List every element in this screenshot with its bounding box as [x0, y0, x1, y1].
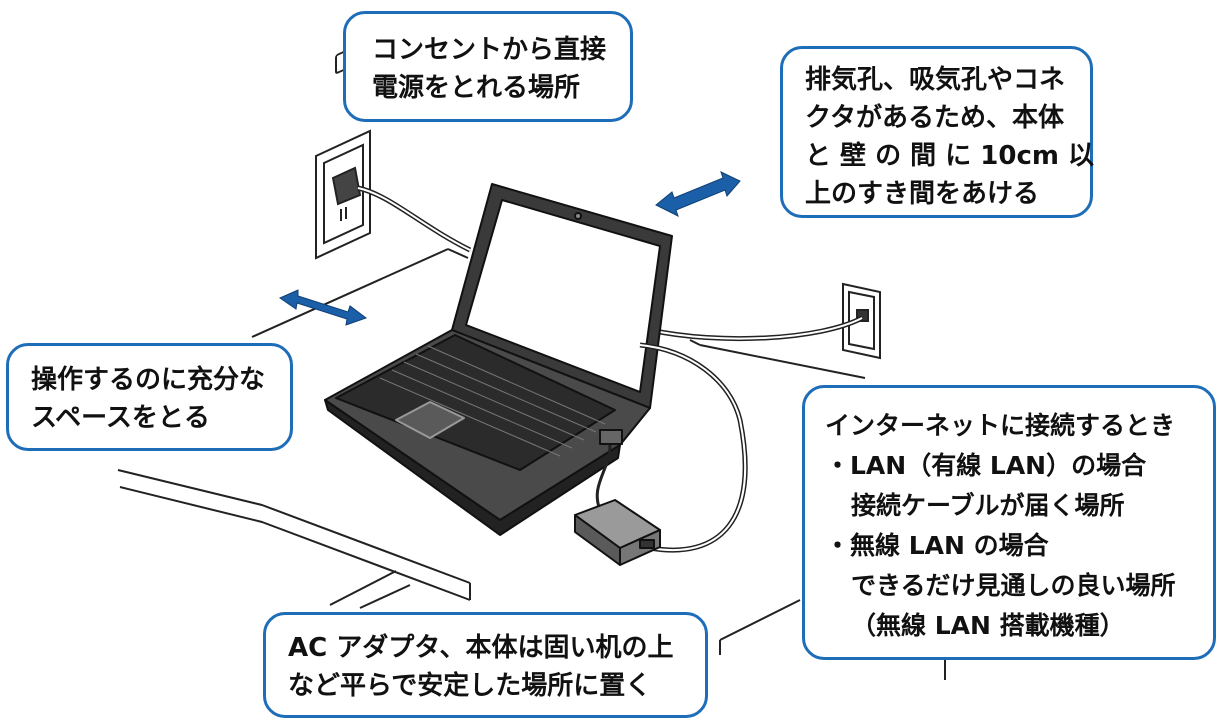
callout-internet-line: インターネットに接続するとき: [825, 411, 1176, 440]
callout-vent-line: と 壁 の 間 に 10cm 以: [805, 141, 1094, 171]
callout-vent-line: 排気孔、吸気孔やコネ: [805, 65, 1066, 95]
callout-outlet-line: 電源をとれる場所: [372, 73, 581, 103]
callout-internet-line: ・無線 LAN の場合: [825, 531, 1049, 560]
callout-space-line: スペースをとる: [31, 403, 210, 433]
callout-internet-line: （無線 LAN 搭載機種）: [851, 611, 1125, 640]
callout-outlet-line: コンセントから直接: [372, 35, 607, 65]
callout-internet-line: できるだけ見通しの良い場所: [851, 571, 1176, 600]
callout-vent-line: 上のすき間をあける: [805, 179, 1040, 209]
ac-adapter-illustration: [574, 499, 661, 566]
double-arrow-icon: [278, 171, 741, 326]
callout-space-line: 操作するのに充分な: [31, 365, 266, 395]
callout-vent-line: クタがあるため、本体: [805, 103, 1064, 133]
callout-stable-surface: AC アダプタ、本体は固い机の上 など平らで安定した場所に置く: [263, 612, 708, 718]
laptop-illustration: [324, 183, 673, 536]
callout-vent-clearance: 排気孔、吸気孔やコネ クタがあるため、本体 と 壁 の 間 に 10cm 以 上…: [780, 46, 1094, 218]
power-outlet-icon: [315, 48, 371, 260]
callout-desk-line: など平らで安定した場所に置く: [288, 671, 652, 701]
callout-outlet-location: コンセントから直接 電源をとれる場所: [343, 11, 633, 122]
callout-operating-space: 操作するのに充分な スペースをとる: [6, 343, 293, 451]
callout-desk-line: AC アダプタ、本体は固い机の上: [288, 633, 674, 663]
callout-internet-line: ・LAN（有線 LAN）の場合: [825, 451, 1147, 480]
callout-internet-connection: インターネットに接続するとき ・LAN（有線 LAN）の場合 接続ケーブルが届く…: [802, 385, 1216, 660]
adapter-cable: [595, 444, 612, 511]
callout-internet-line: 接続ケーブルが届く場所: [851, 491, 1125, 520]
